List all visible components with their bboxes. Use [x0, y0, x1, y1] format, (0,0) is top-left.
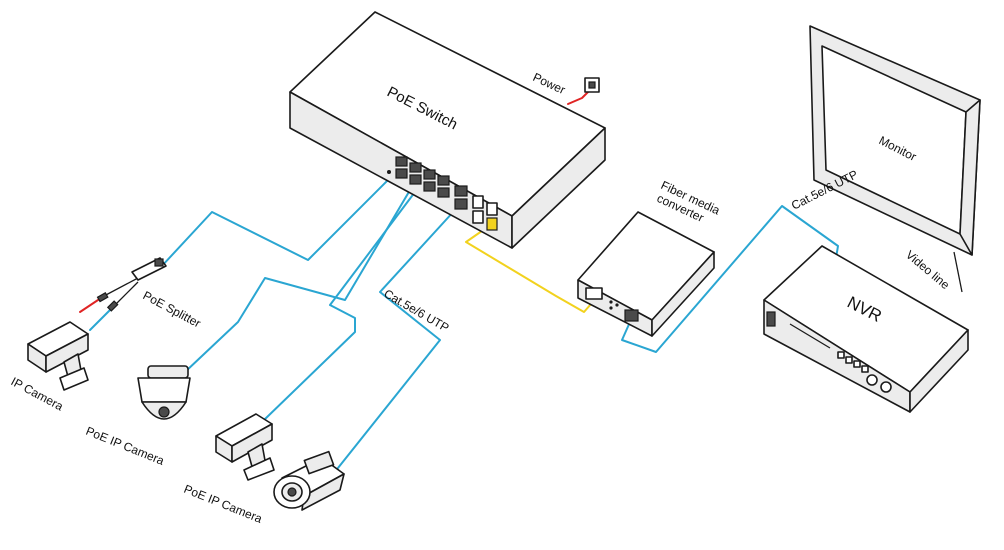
power-outlet: [584, 77, 600, 93]
nvr-knob-2: [880, 381, 892, 393]
splitter-lan-pigtail: [113, 281, 139, 307]
nvr-front-buttons: [837, 351, 869, 373]
poe-splitter: [96, 257, 167, 312]
fiber-media-converter: [577, 211, 715, 337]
cable-converter-nvr: [621, 205, 839, 353]
poe-splitter-label: PoE Splitter: [141, 288, 204, 330]
switch-uplink-ports: [454, 185, 468, 210]
nvr-drive-slot: [789, 323, 831, 349]
switch-sfp-ports: [472, 195, 498, 231]
ip-camera: [27, 321, 89, 391]
monitor: Monitor: [809, 25, 981, 256]
switch-led-indicator: [387, 170, 391, 174]
switch-poe-ports: [395, 156, 450, 198]
cable-speed-dome: [184, 184, 414, 373]
poe-switch: PoE Switch: [289, 11, 606, 249]
cat-utp-cameras-label: Cat.5e/6 UTP: [382, 286, 452, 334]
ip-camera-label: IP Camera: [9, 374, 66, 413]
nvr-knob-1: [866, 374, 878, 386]
splitter-dc-pigtail: [103, 277, 139, 297]
cable-video-line: [953, 251, 963, 293]
bullet-camera: [273, 450, 345, 511]
converter-ethernet-port: [624, 309, 639, 322]
video-line-label: Video line: [903, 248, 952, 293]
poe-ip-camera-speed-dome: [137, 365, 191, 420]
cable-splitter: [159, 169, 399, 269]
cable-fiber: [465, 223, 599, 313]
converter-fiber-port: [585, 287, 603, 300]
poe-ip-camera-box: [215, 413, 275, 481]
poe-ip-camera-label-2: PoE IP Camera: [182, 482, 265, 526]
nvr: NVR: [763, 245, 969, 413]
poe-ip-camera-label-1: PoE IP Camera: [84, 424, 167, 468]
